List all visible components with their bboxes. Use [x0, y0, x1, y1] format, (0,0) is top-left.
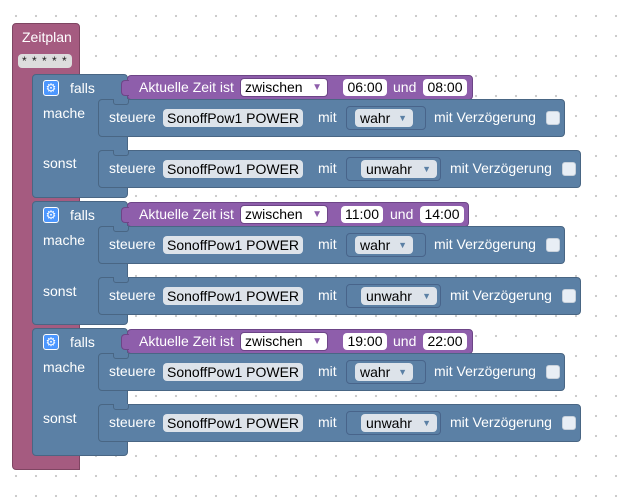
value-text: wahr: [360, 237, 391, 253]
trigger-title: Zeitplan: [22, 29, 72, 45]
time-condition-block[interactable]: Aktuelle Zeit ist zwischen ▼ 06:00 und 0…: [121, 75, 473, 100]
delay-checkbox[interactable]: [562, 416, 576, 430]
delay-label: mit Verzögerung: [434, 363, 536, 379]
else-label: sonst: [43, 283, 77, 299]
condition-label: Aktuelle Zeit ist: [139, 79, 234, 95]
control-statement[interactable]: steuere SonoffPow1 POWER mit unwahr ▼ mi…: [98, 277, 581, 315]
chevron-down-icon: ▼: [422, 418, 431, 428]
with-label: mit: [318, 287, 337, 303]
with-label: mit: [318, 160, 337, 176]
condition-mode-value: zwischen: [245, 79, 303, 95]
chevron-down-icon: ▼: [398, 113, 407, 123]
control-statement[interactable]: steuere SonoffPow1 POWER mit unwahr ▼ mi…: [98, 150, 581, 188]
device-field[interactable]: SonoffPow1 POWER: [163, 414, 304, 432]
device-field[interactable]: SonoffPow1 POWER: [163, 236, 304, 254]
condition-label: Aktuelle Zeit ist: [139, 333, 234, 349]
start-time-field[interactable]: 11:00: [341, 206, 383, 223]
chevron-down-icon: ▼: [312, 336, 322, 347]
chevron-down-icon: ▼: [398, 240, 407, 250]
delay-label: mit Verzögerung: [450, 414, 552, 430]
condition-mode-value: zwischen: [245, 333, 303, 349]
with-label: mit: [318, 236, 337, 252]
value-text: wahr: [360, 364, 391, 380]
time-condition-block[interactable]: Aktuelle Zeit ist zwischen ▼ 11:00 und 1…: [121, 202, 469, 227]
end-time-field[interactable]: 14:00: [420, 206, 464, 223]
and-label: und: [390, 206, 414, 222]
chevron-down-icon: ▼: [312, 82, 322, 93]
gear-icon[interactable]: ⚙: [43, 207, 59, 223]
control-statement[interactable]: steuere SonoffPow1 POWER mit wahr ▼ mit …: [98, 353, 565, 391]
if-label: falls: [70, 207, 95, 223]
with-label: mit: [318, 363, 337, 379]
end-time-field[interactable]: 22:00: [423, 333, 467, 350]
control-statement[interactable]: steuere SonoffPow1 POWER mit wahr ▼ mit …: [98, 99, 565, 137]
control-label: steuere: [109, 287, 156, 303]
delay-label: mit Verzögerung: [450, 287, 552, 303]
chevron-down-icon: ▼: [312, 209, 322, 220]
start-time-field[interactable]: 19:00: [343, 333, 387, 350]
end-time-field[interactable]: 08:00: [423, 79, 467, 96]
do-label: mache: [43, 232, 86, 248]
device-field[interactable]: SonoffPow1 POWER: [163, 109, 304, 127]
chevron-down-icon: ▼: [422, 291, 431, 301]
value-text: unwahr: [366, 415, 412, 431]
delay-checkbox[interactable]: [562, 162, 576, 176]
delay-checkbox[interactable]: [546, 111, 560, 125]
value-dropdown[interactable]: unwahr ▼: [361, 160, 437, 178]
gear-icon[interactable]: ⚙: [43, 80, 59, 96]
condition-label: Aktuelle Zeit ist: [139, 206, 234, 222]
control-label: steuere: [109, 160, 156, 176]
device-field[interactable]: SonoffPow1 POWER: [163, 363, 304, 381]
chevron-down-icon: ▼: [422, 164, 431, 174]
time-condition-block[interactable]: Aktuelle Zeit ist zwischen ▼ 19:00 und 2…: [121, 329, 473, 354]
and-label: und: [393, 79, 417, 95]
with-label: mit: [318, 109, 337, 125]
delay-label: mit Verzögerung: [450, 160, 552, 176]
condition-mode-dropdown[interactable]: zwischen ▼: [240, 78, 328, 97]
value-dropdown[interactable]: wahr ▼: [355, 109, 413, 127]
delay-checkbox[interactable]: [546, 238, 560, 252]
else-label: sonst: [43, 155, 77, 171]
else-label: sonst: [43, 410, 77, 426]
value-text: unwahr: [366, 288, 412, 304]
condition-mode-value: zwischen: [245, 206, 303, 222]
if-label: falls: [70, 334, 95, 350]
value-dropdown[interactable]: unwahr ▼: [361, 414, 437, 432]
control-label: steuere: [109, 414, 156, 430]
delay-checkbox[interactable]: [562, 289, 576, 303]
control-label: steuere: [109, 363, 156, 379]
if-label: falls: [70, 80, 95, 96]
delay-checkbox[interactable]: [546, 365, 560, 379]
value-text: wahr: [360, 110, 391, 126]
control-label: steuere: [109, 109, 156, 125]
device-field[interactable]: SonoffPow1 POWER: [163, 160, 304, 178]
condition-mode-dropdown[interactable]: zwischen ▼: [240, 205, 328, 224]
do-label: mache: [43, 105, 86, 121]
control-label: steuere: [109, 236, 156, 252]
value-dropdown[interactable]: wahr ▼: [355, 363, 413, 381]
control-statement[interactable]: steuere SonoffPow1 POWER mit wahr ▼ mit …: [98, 226, 565, 264]
start-time-field[interactable]: 06:00: [343, 79, 387, 96]
chevron-down-icon: ▼: [398, 367, 407, 377]
value-dropdown[interactable]: wahr ▼: [355, 236, 413, 254]
gear-icon[interactable]: ⚙: [43, 334, 59, 350]
and-label: und: [393, 333, 417, 349]
value-text: unwahr: [366, 161, 412, 177]
device-field[interactable]: SonoffPow1 POWER: [163, 287, 304, 305]
delay-label: mit Verzögerung: [434, 236, 536, 252]
value-dropdown[interactable]: unwahr ▼: [361, 287, 437, 305]
with-label: mit: [318, 414, 337, 430]
condition-mode-dropdown[interactable]: zwischen ▼: [240, 332, 328, 351]
delay-label: mit Verzögerung: [434, 109, 536, 125]
do-label: mache: [43, 359, 86, 375]
control-statement[interactable]: steuere SonoffPow1 POWER mit unwahr ▼ mi…: [98, 404, 581, 442]
cron-field[interactable]: * * * * *: [18, 54, 72, 68]
